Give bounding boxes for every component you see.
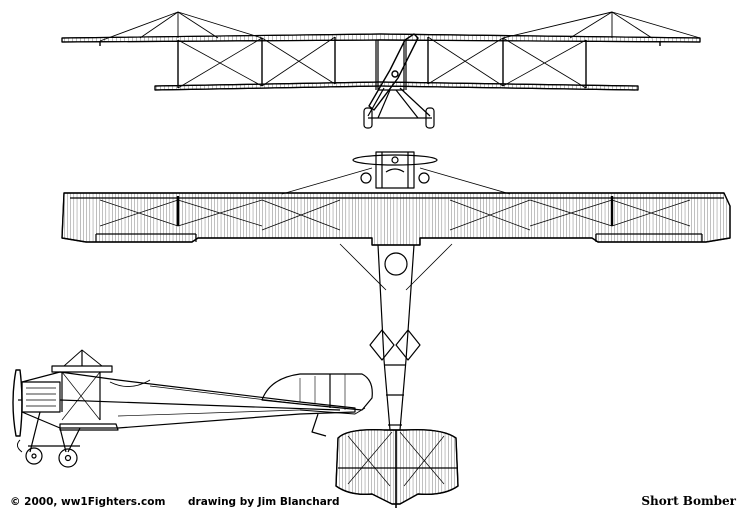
front-view	[61, 11, 701, 129]
plan-engine-cowling	[360, 151, 430, 189]
plan-tailplane	[335, 428, 459, 508]
front-upper-wing	[61, 33, 701, 43]
plan-fuselage	[369, 244, 421, 431]
front-bracing-wires	[177, 36, 587, 89]
front-lower-wing	[154, 81, 639, 91]
front-fuselage	[375, 39, 407, 91]
side-upper-wing	[51, 349, 113, 421]
artist-credit-caption: drawing by Jim Blanchard	[188, 496, 340, 508]
side-view	[12, 349, 373, 468]
plan-upper-wing	[61, 192, 731, 246]
front-undercarriage	[363, 87, 435, 129]
front-propeller	[368, 33, 419, 111]
front-interplane-struts	[99, 37, 661, 88]
copyright-caption: © 2000, ww1Fighters.com	[10, 496, 166, 508]
side-undercarriage	[17, 411, 81, 468]
front-kingposts	[99, 11, 701, 42]
side-fuselage	[21, 371, 356, 429]
aircraft-name-caption: Short Bomber	[641, 494, 736, 508]
side-propeller	[12, 369, 23, 437]
side-tail-skid	[311, 413, 327, 437]
side-engine	[18, 381, 61, 413]
plan-cabane-wires	[281, 167, 511, 291]
top-view	[61, 151, 731, 508]
plan-wing-bracing	[99, 199, 691, 231]
side-fin-rudder	[261, 373, 373, 415]
plan-propeller	[352, 154, 438, 166]
side-lower-wing	[59, 423, 119, 431]
